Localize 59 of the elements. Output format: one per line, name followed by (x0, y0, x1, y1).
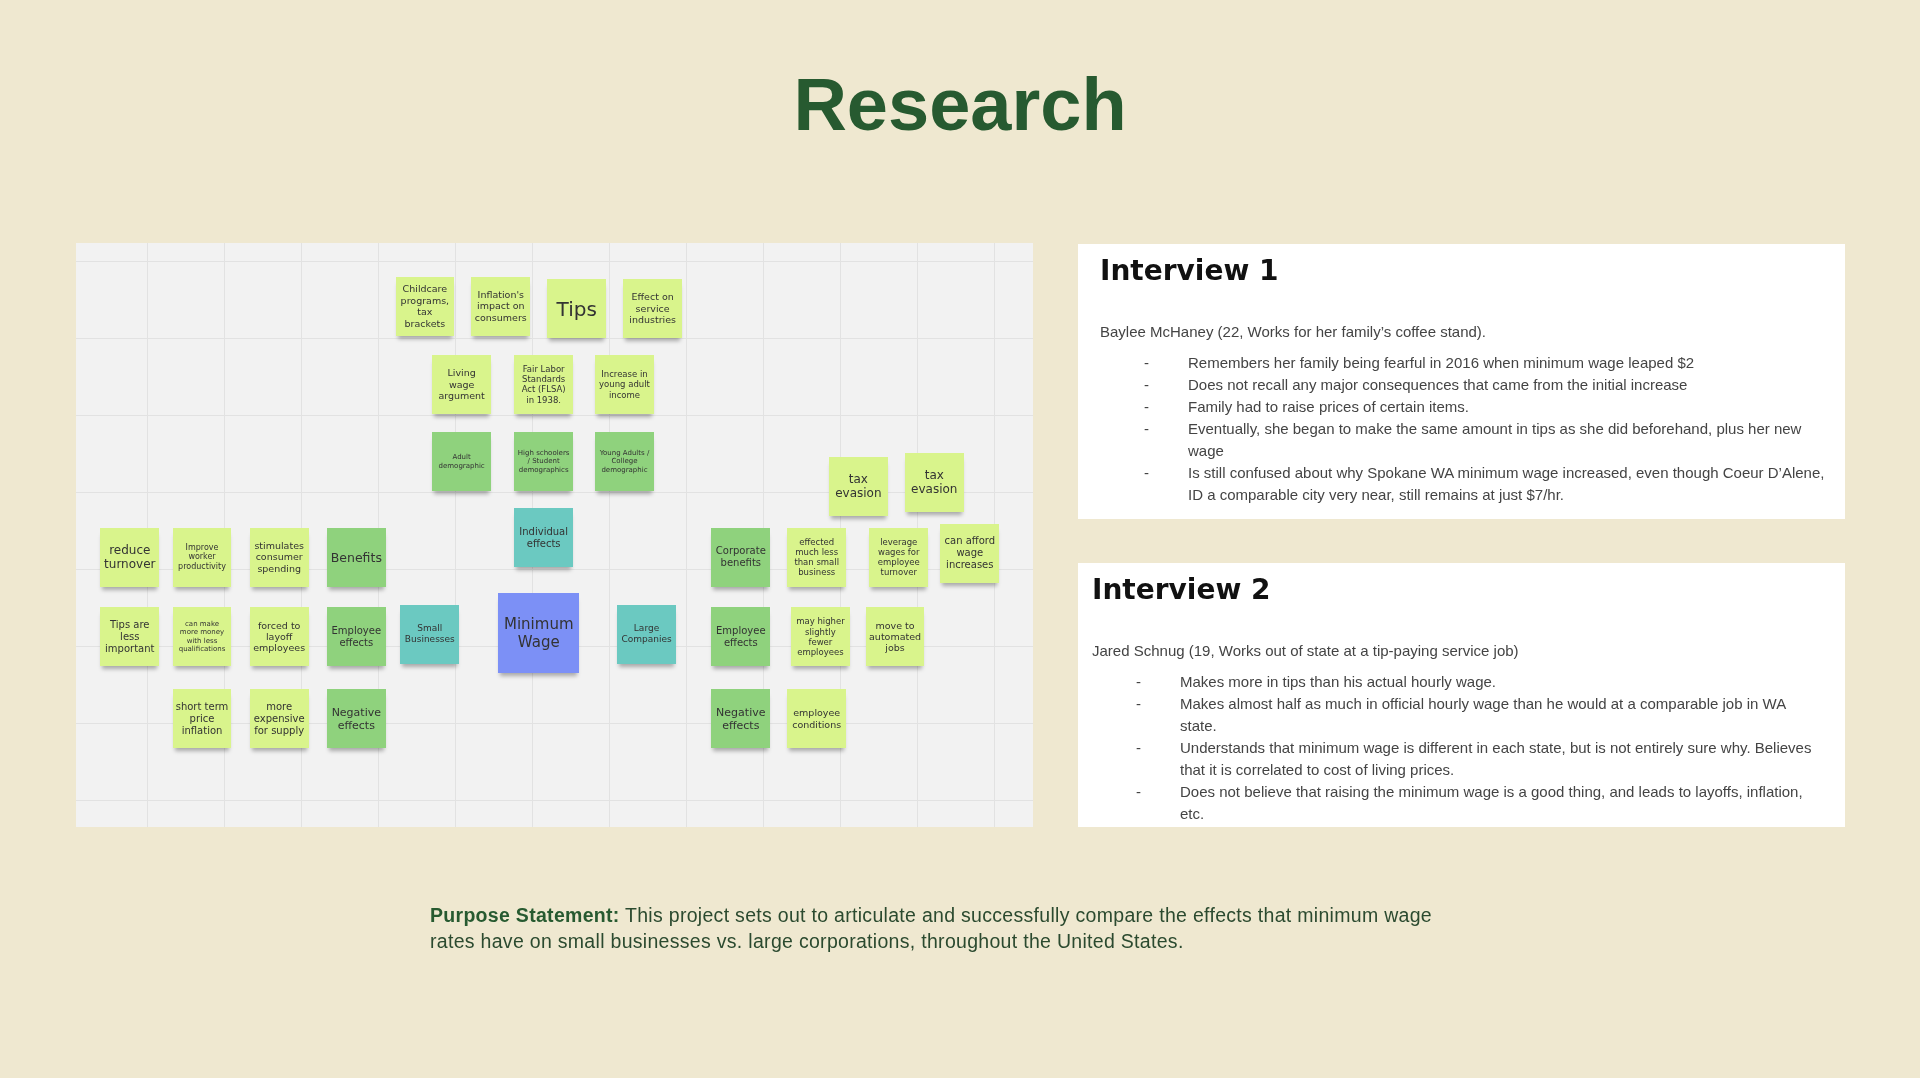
sticky-note: may higher slightly fewer employees (791, 607, 850, 667)
sticky-note: Tips (547, 279, 607, 338)
bullet-point: Eventually, she began to make the same amount in tips as she did beforehand, plus her new wage (1188, 419, 1803, 461)
card-heading: Interview 2 (1092, 573, 1271, 606)
sticky-note: tax evasion (828, 456, 888, 516)
sticky-note: effected much less than small business (787, 527, 847, 587)
sticky-note: Large Companies (617, 604, 676, 664)
interview-card (1078, 563, 1845, 827)
card-heading: Interview 1 (1100, 254, 1279, 287)
sticky-note: Individual effects (514, 508, 574, 567)
sticky-note: forced to layoff employees (249, 607, 309, 667)
sticky-note: reduce turnover (100, 527, 160, 587)
sticky-note: Corporate benefits (711, 527, 771, 587)
sticky-note: Minimum Wage (498, 592, 580, 674)
sticky-note: Living wage argument (432, 355, 491, 414)
sticky-note: Fair Labor Standards Act (FLSA) in 1938. (514, 355, 574, 414)
sticky-note: Increase in young adult income (595, 355, 654, 414)
sticky-note: Negative effects (326, 689, 386, 749)
sticky-note: stimulates consumer spending (249, 527, 309, 587)
page-title: Research (793, 63, 1127, 146)
list-marker: - (1144, 375, 1149, 395)
list-marker: - (1136, 782, 1141, 802)
sticky-note: can afford wage increases (940, 524, 1000, 583)
bullet-point: Does not recall any major consequences that came from the initial increase (1188, 375, 1689, 395)
sticky-note: move to automated jobs (865, 607, 925, 667)
list-marker: - (1144, 419, 1149, 439)
list-marker: - (1144, 463, 1149, 483)
bullet-point: Makes more in tips than his actual hourly wage. (1180, 672, 1497, 692)
sticky-note: Effect on service industries (623, 279, 682, 338)
purpose-statement: Purpose Statement: This project sets out to articulate and successfully compare the effects that minimum wage rates have on small businesses vs. large corporations, throughout the United States. (430, 903, 1433, 954)
sticky-note: employee conditions (787, 689, 847, 749)
sticky-note: Improve worker productivity (172, 527, 232, 587)
bullet-point: Is still confused about why Spokane WA minimum wage increased, even though Coeur D’Alene, ID a comparable city very near, still remains at just $7/hr. (1188, 463, 1825, 505)
bullet-point: Does not believe that raising the minimum wage is a good thing, and leads to layoffs, inflation, etc. (1180, 782, 1804, 824)
sticky-note: Tips are less important (100, 607, 160, 667)
sticky-note: Small Businesses (400, 604, 460, 664)
sticky-note: Benefits (326, 527, 386, 587)
bullet-point: Understands that minimum wage is different in each state, but is not entirely sure why. Believes that it is correlated to cost of living prices. (1180, 738, 1813, 780)
interviewee-description: Baylee McHaney (22, Works for her family’s coffee stand). (1100, 323, 1487, 340)
whiteboard-panel (76, 243, 1033, 827)
sticky-note: short term price inflation (172, 689, 232, 749)
sticky-note: more expensive for supply (249, 689, 309, 749)
interviewee-description: Jared Schnug (19, Works out of state at a tip-paying service job) (1092, 642, 1520, 659)
sticky-note: tax evasion (904, 453, 964, 512)
list-marker: - (1144, 397, 1149, 417)
bullet-point: Family had to raise prices of certain items. (1188, 397, 1470, 417)
list-marker: - (1136, 738, 1141, 758)
sticky-note: Employee effects (326, 607, 386, 667)
interview-card (1078, 244, 1845, 519)
sticky-note: Employee effects (711, 607, 771, 667)
sticky-note: Childcare programs, tax brackets (395, 276, 455, 336)
list-marker: - (1144, 353, 1149, 373)
bullet-point: Remembers her family being fearful in 2016 when minimum wage leaped $2 (1188, 353, 1696, 373)
sticky-note: Negative effects (711, 689, 771, 749)
bullet-point: Makes almost half as much in official hourly wage than he would at a comparable job in WA state. (1180, 694, 1787, 736)
list-marker: - (1136, 672, 1141, 692)
sticky-note: Inflation's impact on consumers (471, 276, 531, 336)
sticky-note: leverage wages for employee turnover (869, 527, 929, 587)
list-marker: - (1136, 694, 1141, 714)
